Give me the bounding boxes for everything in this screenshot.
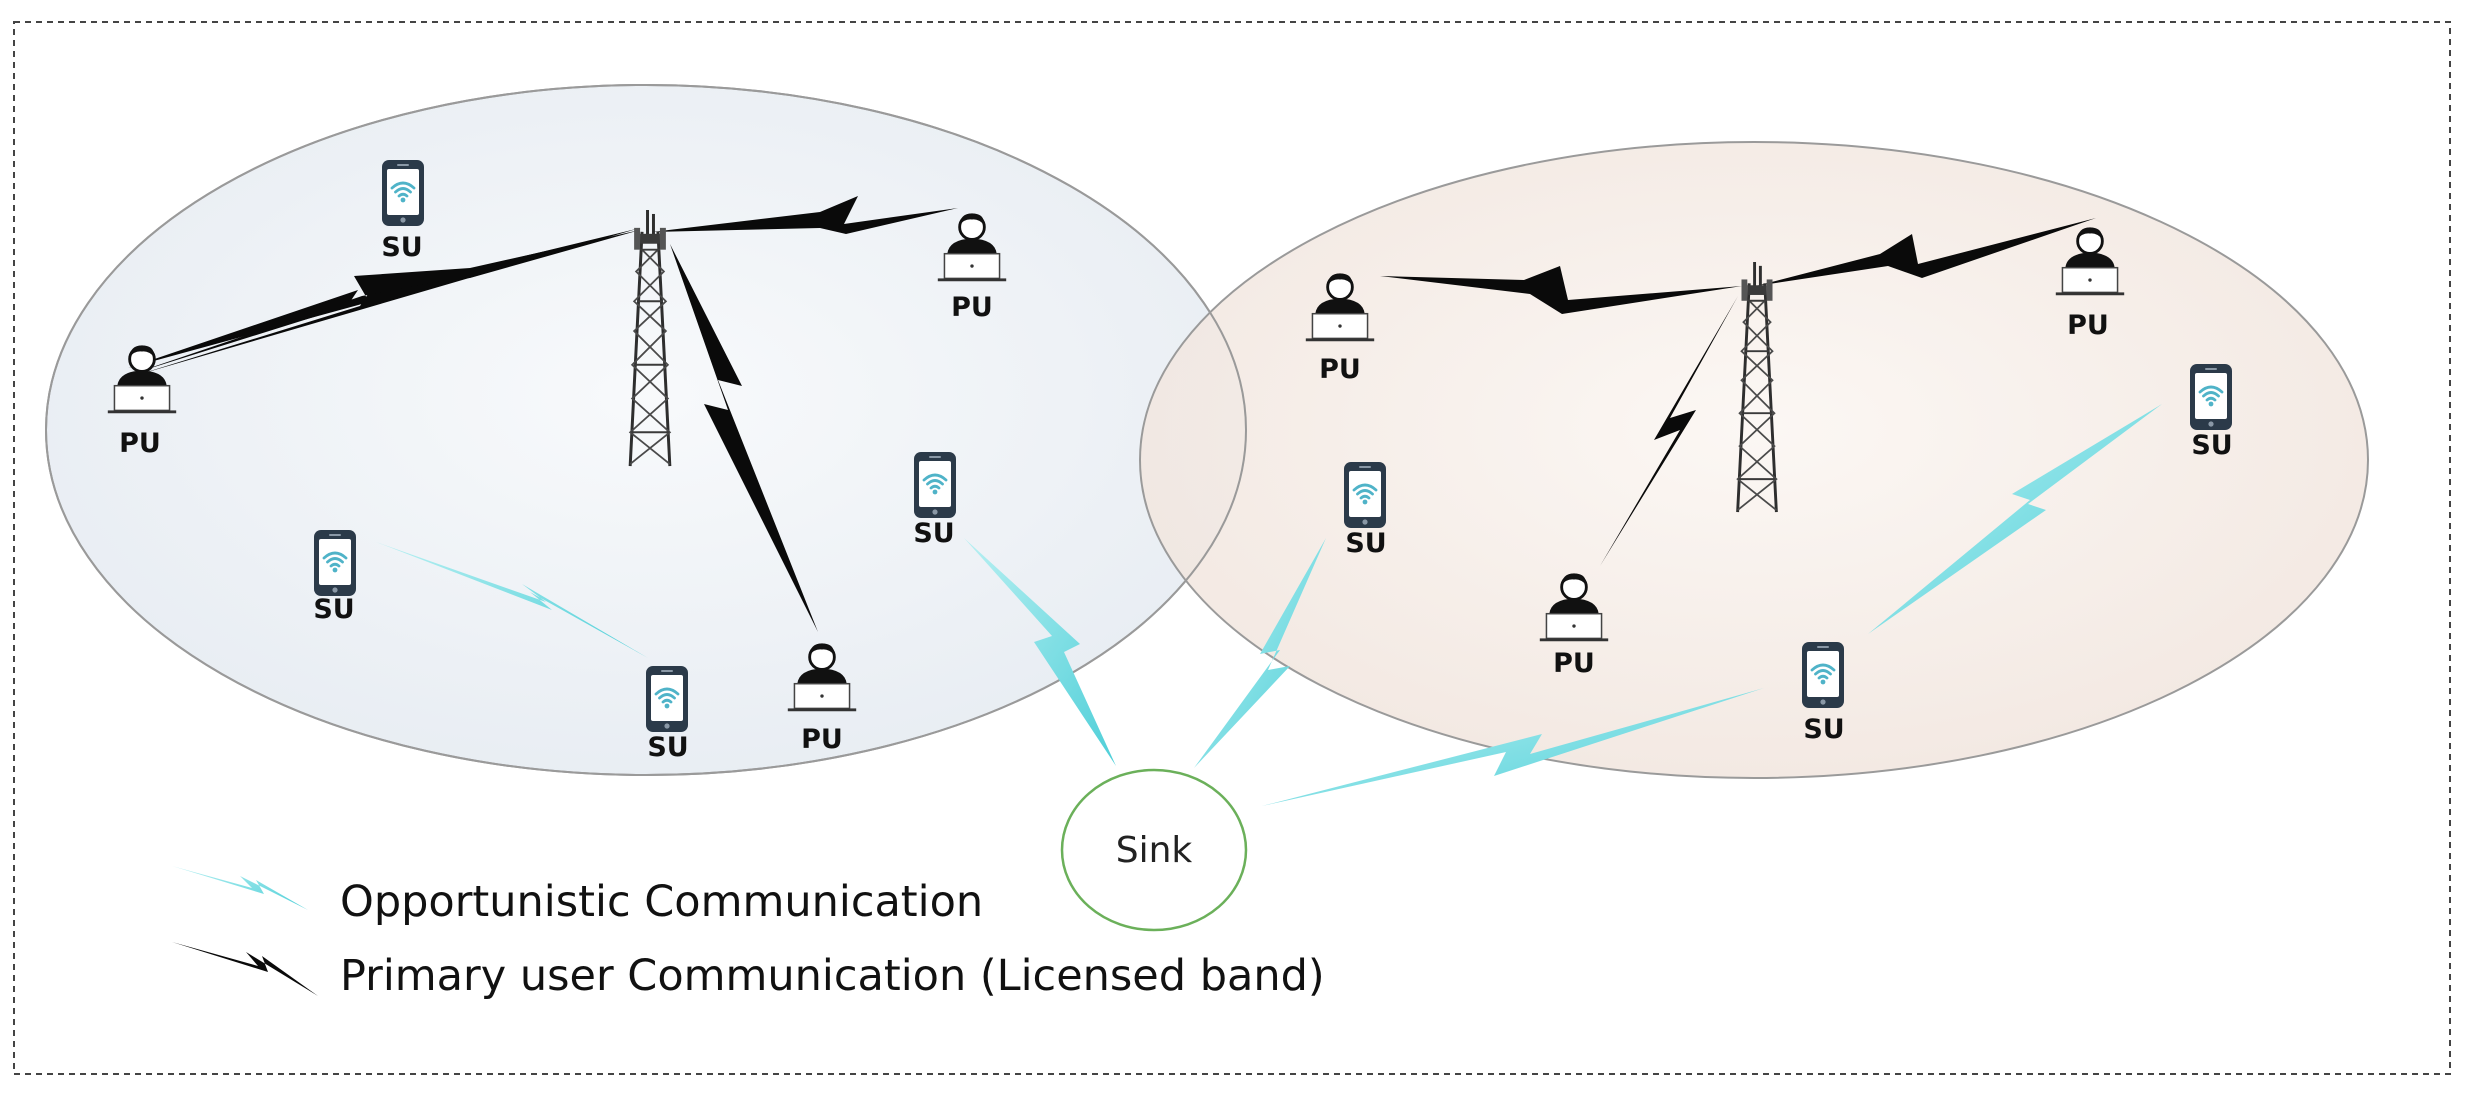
pu-label: PU [2067,310,2109,341]
su-label: SU [913,518,954,549]
primary-link-bolt [1600,296,1738,566]
legend-opportunistic-text: Opportunistic Communication [340,877,983,927]
secondary-user-top-left: SU [380,158,426,263]
sink-circle [1060,768,1248,932]
su-label: SU [1345,528,1386,559]
primary-user-left: PU [106,344,178,459]
primary-link-bolt [1756,218,2096,286]
primary-user-top: PU [936,212,1008,323]
left-cell-outline [45,84,1247,776]
pu-label: PU [1319,354,1361,385]
smartphone-wifi-icon [912,450,958,520]
pu-label: PU [119,428,161,459]
su-label: SU [647,732,688,763]
opportunistic-link-bolt [1868,404,2162,634]
sink-label: Sink [1116,830,1193,871]
sink-node: Sink [1060,768,1248,932]
secondary-user-bottom-left: SU [644,664,690,763]
su-label: SU [313,594,354,625]
primary-user-right-cell-left: PU [1304,272,1376,385]
smartphone-wifi-icon [2188,362,2234,432]
smartphone-wifi-icon [1800,640,1846,710]
opportunistic-links [376,404,2162,806]
smartphone-wifi-icon [1342,460,1388,530]
primary-user-right-cell-bottom: PU [1538,572,1610,679]
legend-primary-icon [172,942,318,996]
secondary-user-far-right: SU [2188,362,2234,461]
smartphone-wifi-icon [380,158,426,228]
primary-user-right-cell-right: PU [2054,226,2126,341]
legend-primary-text: Primary user Communication (Licensed ban… [340,951,1325,1001]
su-label: SU [381,232,422,263]
pu-label: PU [951,292,993,323]
diagram-frame [13,21,2451,1075]
smartphone-wifi-icon [312,528,358,598]
primary-link-bolt [670,244,818,632]
primary-links [128,196,2096,632]
su-label: SU [2191,430,2232,461]
primary-user-bottom: PU [786,642,858,755]
legend-opportunistic-icon [172,866,308,910]
secondary-user-center-right: SU [1342,460,1388,559]
pu-label: PU [1553,648,1595,679]
secondary-user-bottom-right: SU [1800,640,1846,745]
legend: Opportunistic Communication Primary user… [172,866,1325,1001]
primary-link-bolt [1380,266,1742,314]
smartphone-wifi-icon [644,664,690,734]
primary-link-bolt [652,196,958,234]
pu-label: PU [801,724,843,755]
secondary-user-mid-left: SU [312,528,358,625]
su-label: SU [1803,714,1844,745]
secondary-user-center-left: SU [912,450,958,549]
opportunistic-link-bolt [1262,688,1764,806]
